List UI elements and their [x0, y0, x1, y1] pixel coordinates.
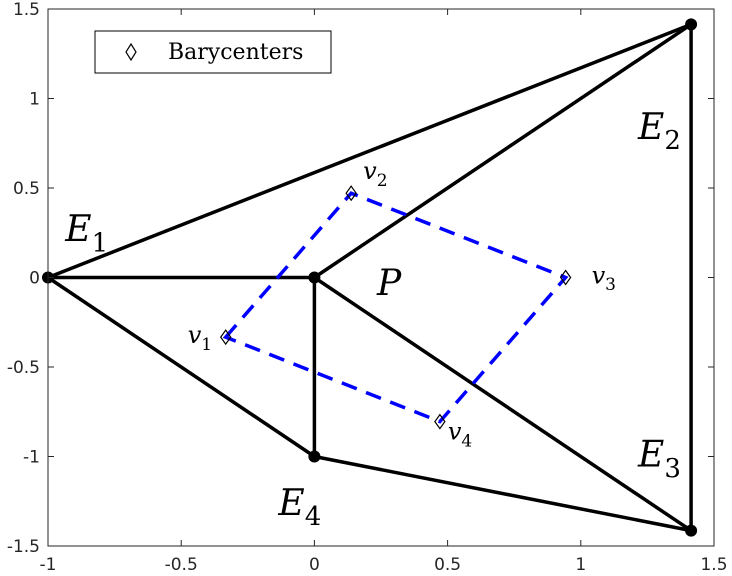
region-label-e2: E2	[637, 107, 681, 156]
x-tick-label: -1	[40, 555, 57, 575]
y-tick-label: 0	[29, 269, 40, 289]
barycenter-label-v1: v1	[188, 321, 212, 355]
y-tick-label: -0.5	[7, 358, 40, 378]
y-tick-label: -1.5	[7, 537, 40, 557]
vertex-2	[308, 271, 321, 284]
barycenter-marker-2	[345, 185, 357, 202]
y-tick-label: 0.5	[13, 179, 40, 199]
x-tick-label: 0.5	[434, 555, 461, 575]
vertices-layer	[42, 18, 698, 537]
barycenter-label-v3: v3	[592, 262, 616, 296]
y-tick-label: -1	[23, 448, 40, 468]
edge-5	[312, 275, 693, 533]
barycenter-marker-1	[219, 329, 232, 346]
barycenter-marker-4	[434, 413, 446, 430]
x-tick-label: 1	[575, 555, 586, 575]
edges-layer	[46, 22, 693, 533]
region-label-e3: E3	[637, 435, 681, 484]
legend-box	[94, 30, 332, 74]
x-tick-label: 1.5	[700, 555, 727, 575]
barycenter-markers-layer	[219, 185, 572, 430]
y-tick-label: 1	[29, 90, 40, 110]
y-tick-label: 1.5	[13, 0, 40, 20]
edge-3	[46, 275, 317, 459]
region-label-p: P	[376, 263, 402, 304]
edge-1	[46, 22, 693, 280]
vertex-5	[308, 450, 321, 463]
legend: Barycenters	[94, 30, 332, 74]
barycenter-label-v4: v4	[448, 418, 472, 452]
region-label-e1: E1	[64, 209, 108, 258]
x-tick-label: 0	[309, 555, 320, 575]
barycenter-marker-3	[559, 269, 572, 286]
legend-diamond-icon	[125, 42, 137, 62]
vertex-3	[685, 18, 698, 31]
x-tick-label: -0.5	[165, 555, 198, 575]
legend-label: Barycenters	[168, 40, 303, 65]
barycenter-polygon	[222, 191, 569, 424]
edge-7	[312, 454, 693, 533]
vertex-4	[685, 524, 698, 537]
barycenter-label-v2: v2	[363, 157, 387, 191]
edge-4	[312, 22, 693, 280]
barycenter-polygon-layer	[222, 191, 569, 424]
region-label-e4: E4	[277, 483, 321, 532]
